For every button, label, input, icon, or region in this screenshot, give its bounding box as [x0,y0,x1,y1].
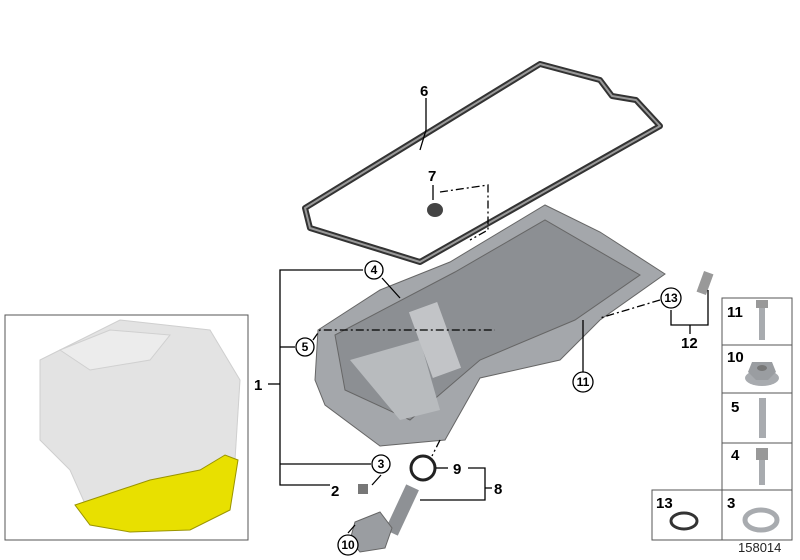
callout-13: 13 [660,287,682,309]
callout-10: 10 [337,534,359,556]
drain-bolt [696,270,714,296]
callout-4: 4 [364,260,384,280]
svg-text:3: 3 [378,457,385,471]
callout-7: 7 [428,168,436,185]
sealing-plug [427,203,443,217]
svg-text:4: 4 [731,447,740,464]
oil-pan-gasket [302,61,663,265]
svg-text:13: 13 [664,291,678,305]
table-row-10: 10 [727,349,779,386]
svg-text:3: 3 [727,495,735,512]
svg-text:4: 4 [371,263,378,277]
callout-6: 6 [420,83,428,100]
svg-text:13: 13 [656,495,673,512]
table-row-5: 5 [731,398,766,438]
svg-text:10: 10 [341,538,355,552]
table-row-13: 13 [656,495,699,531]
oil-pan [314,204,666,447]
diagram-number: 158014 [738,540,781,555]
callout-12: 12 [681,335,698,352]
callout-3: 3 [371,454,391,474]
table-row-4: 4 [731,447,768,485]
svg-text:5: 5 [302,340,309,354]
callout-1: 1 [254,377,262,394]
o-ring [409,454,437,482]
callout-8: 8 [494,481,502,498]
oil-pan-highlight [74,454,239,533]
oil-level-sensor [349,484,419,553]
drain-plug [358,484,368,494]
engine-inset [4,314,249,541]
svg-text:11: 11 [577,375,590,389]
parts-table [651,297,793,541]
callout-5: 5 [295,337,315,357]
callout-11: 11 [572,371,594,393]
table-row-3: 3 [727,495,780,533]
svg-text:5: 5 [731,399,739,416]
callout-9: 9 [453,461,461,478]
table-row-11: 11 [727,300,768,340]
svg-text:10: 10 [727,349,744,366]
svg-text:11: 11 [727,304,743,321]
leader-lines [268,98,709,534]
callout-2: 2 [331,483,339,500]
